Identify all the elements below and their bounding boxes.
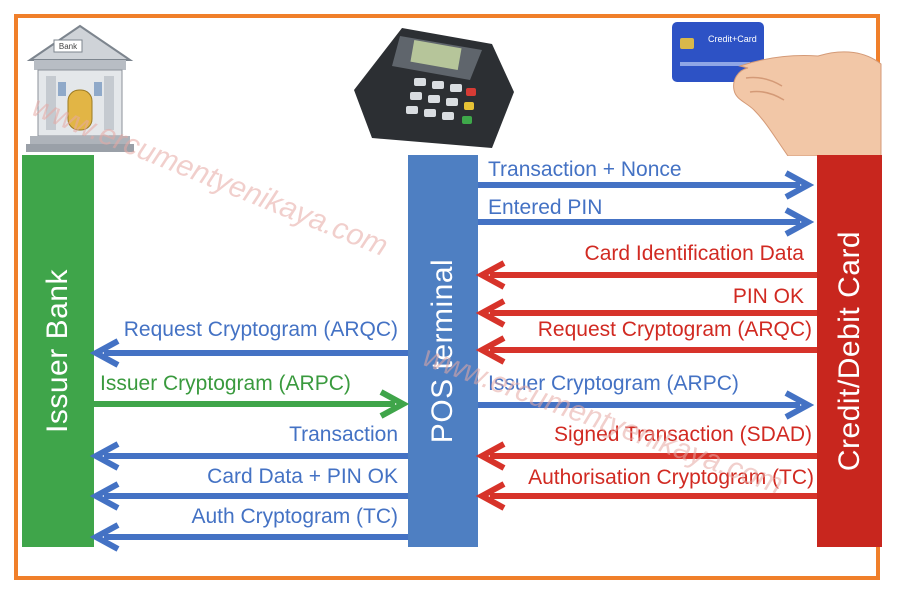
arrow-pos-to-card-3 (478, 390, 815, 420)
card-column: Credit/Debit Card (817, 155, 882, 547)
arrow-pos-to-card-2 (478, 207, 815, 237)
msg-request-cryptogram-bank: Request Cryptogram (ARQC) (123, 318, 398, 341)
issuer-bank-column: Issuer Bank (22, 155, 94, 547)
msg-request-cryptogram-card: Request Cryptogram (ARQC) (537, 318, 812, 341)
msg-card-data-pin-ok: Card Data + PIN OK (207, 465, 398, 488)
arrow-pos-to-bank-1 (89, 338, 408, 368)
msg-signed-transaction: Signed Transaction (SDAD) (554, 423, 812, 446)
arrow-card-to-pos-1 (475, 260, 817, 290)
msg-entered-pin: Entered PIN (488, 196, 603, 219)
card-text: Credit+Card (708, 34, 757, 44)
msg-auth-cryptogram: Auth Cryptogram (TC) (191, 505, 398, 528)
hand-card-icon: Credit+Card (672, 22, 882, 156)
pos-terminal-icon (354, 28, 514, 148)
msg-issuer-cryptogram-bank: Issuer Cryptogram (ARPC) (100, 372, 351, 395)
arrow-pos-to-bank-2 (89, 441, 408, 471)
arrow-card-to-pos-5 (475, 481, 817, 511)
arrow-card-to-pos-2 (475, 298, 817, 328)
arrow-pos-to-card-1 (478, 170, 815, 200)
pos-terminal-column: POS terminal (408, 155, 478, 547)
arrow-bank-to-pos (94, 389, 410, 419)
arrow-pos-to-bank-4 (89, 522, 408, 552)
msg-transaction-nonce: Transaction + Nonce (488, 158, 682, 181)
msg-authorisation-cryptogram: Authorisation Cryptogram (TC) (528, 466, 814, 489)
msg-issuer-cryptogram-card: Issuer Cryptogram (ARPC) (488, 372, 739, 395)
msg-transaction: Transaction (289, 423, 398, 446)
arrow-pos-to-bank-3 (89, 481, 408, 511)
arrow-card-to-pos-3 (475, 335, 817, 365)
msg-card-identification-data: Card Identification Data (584, 242, 804, 265)
bank-sign-text: Bank (59, 42, 78, 51)
msg-pin-ok: PIN OK (732, 285, 804, 308)
arrow-card-to-pos-4 (475, 441, 817, 471)
bank-building-icon: Bank (26, 24, 134, 152)
